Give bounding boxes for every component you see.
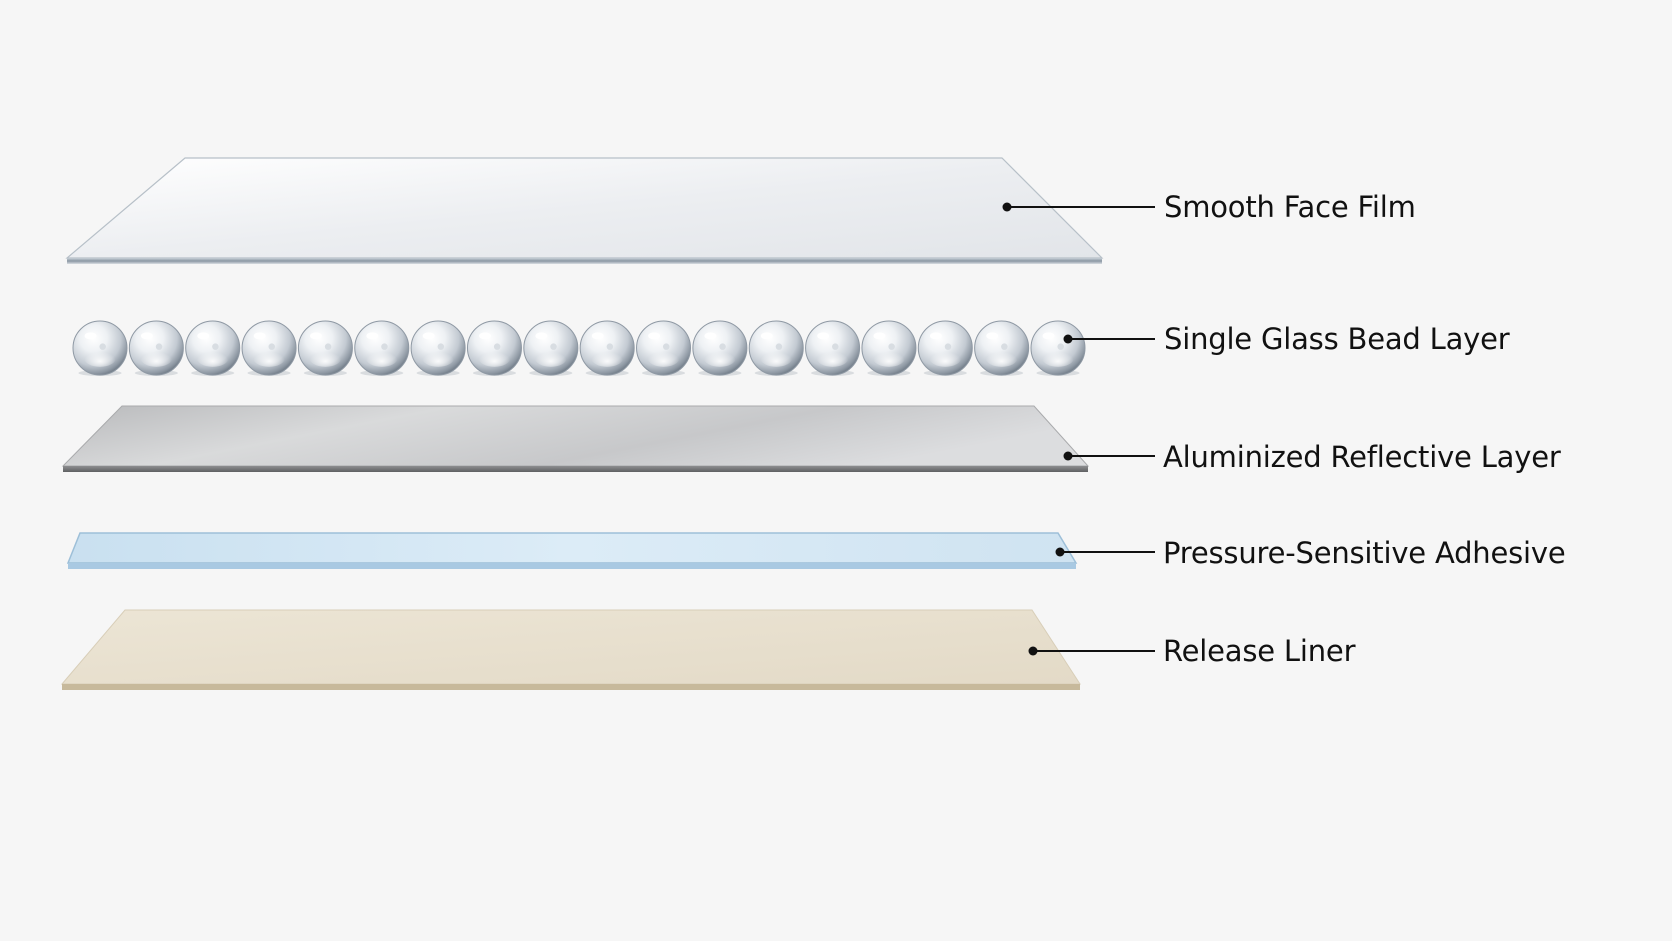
leader-dot-release-liner: [1028, 646, 1038, 656]
leader-dot-smooth-face-film: [1002, 202, 1012, 212]
glass-bead: [579, 320, 635, 376]
smooth-face-film-edge: [67, 258, 1102, 264]
pressure-sensitive-adhesive-layer: [66, 532, 1078, 569]
adhesive-layer-edge: [68, 563, 1076, 569]
reflective-layer-top: [61, 405, 1090, 467]
smooth-face-film-layer: [65, 157, 1104, 264]
glass-bead: [410, 320, 466, 376]
glass-bead: [354, 320, 410, 376]
leader-dot-reflective: [1063, 451, 1073, 461]
label-pressure-sensitive-adhesive: Pressure-Sensitive Adhesive: [1163, 536, 1566, 570]
glass-bead-row: [72, 320, 1086, 376]
glass-bead: [692, 320, 748, 376]
label-smooth-face-film: Smooth Face Film: [1164, 190, 1416, 224]
leader-lines: [1002, 202, 1155, 656]
reflective-layer-edge: [63, 466, 1088, 472]
label-single-glass-bead-layer: Single Glass Bead Layer: [1164, 322, 1510, 356]
glass-bead: [128, 320, 184, 376]
glass-bead: [72, 320, 128, 376]
release-liner-layer: [60, 609, 1081, 690]
glass-bead: [297, 320, 353, 376]
glass-bead: [523, 320, 579, 376]
glass-bead: [917, 320, 973, 376]
glass-bead: [861, 320, 917, 376]
label-release-liner: Release Liner: [1163, 634, 1356, 668]
glass-bead: [466, 320, 522, 376]
glass-bead: [805, 320, 861, 376]
smooth-face-film-top: [65, 157, 1104, 259]
aluminized-reflective-layer-shape: [61, 405, 1090, 472]
adhesive-layer-top: [66, 532, 1078, 564]
release-liner-top: [60, 609, 1081, 685]
release-liner-edge: [62, 684, 1080, 690]
label-aluminized-reflective-layer: Aluminized Reflective Layer: [1163, 440, 1561, 474]
glass-bead: [1030, 320, 1086, 376]
glass-bead: [241, 320, 297, 376]
glass-bead: [185, 320, 241, 376]
leader-dot-glass-bead: [1063, 334, 1073, 344]
glass-bead: [748, 320, 804, 376]
leader-dot-adhesive: [1055, 547, 1065, 557]
glass-bead: [636, 320, 692, 376]
glass-bead: [974, 320, 1030, 376]
